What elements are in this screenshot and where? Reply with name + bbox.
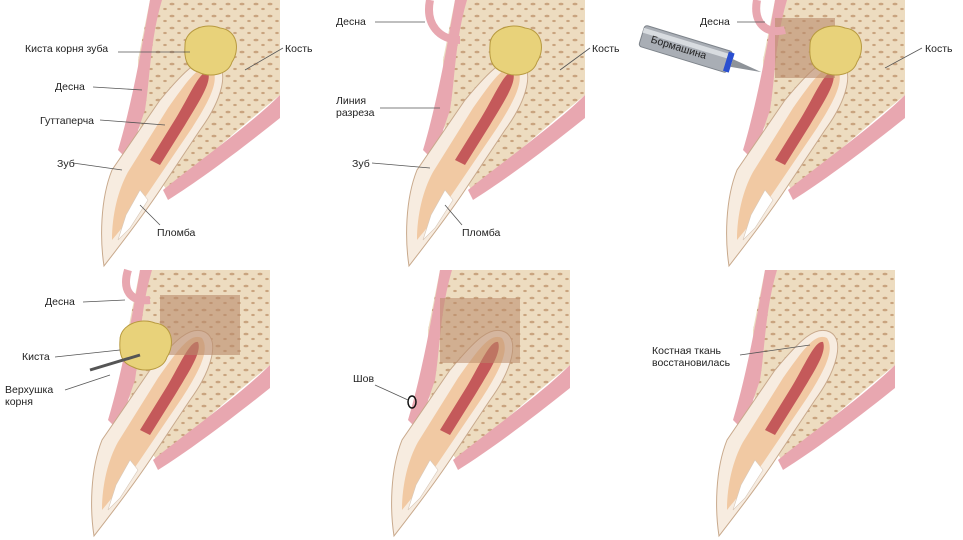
label-incision-line: Линия xyxy=(336,95,366,107)
drill: Бормашина xyxy=(638,25,762,73)
label-root-apex-2: корня xyxy=(5,396,33,408)
label-filling: Пломба xyxy=(462,227,501,239)
label-bone-healed-2: восстановилась xyxy=(652,357,731,369)
label-bone: Кость xyxy=(285,43,313,55)
label-bone: Кость xyxy=(592,43,620,55)
label-bone-healed: Костная ткань xyxy=(652,345,722,357)
panel-6: Костная ткань восстановилась xyxy=(652,269,896,537)
label-bone: Кость xyxy=(925,43,953,55)
panel-3: Бормашина Десна Кость xyxy=(638,0,953,267)
panel-1: Киста корня зуба Десна Гуттаперча Зуб Пл… xyxy=(25,0,313,267)
label-tooth: Зуб xyxy=(57,158,75,170)
label-incision-line-2: разреза xyxy=(336,107,375,119)
suture-shape xyxy=(407,395,417,409)
label-suture: Шов xyxy=(353,373,374,385)
label-tooth: Зуб xyxy=(352,158,370,170)
label-gum: Десна xyxy=(45,296,75,308)
label-gum: Десна xyxy=(700,16,730,28)
label-filling: Пломба xyxy=(157,227,196,239)
label-root-apex: Верхушка xyxy=(5,384,53,396)
cyst-shape xyxy=(184,25,237,76)
label-gum: Десна xyxy=(336,16,366,28)
panel-5: Шов xyxy=(353,269,571,537)
label-guttapercha: Гуттаперча xyxy=(40,115,94,127)
label-cyst: Киста корня зуба xyxy=(25,43,108,55)
label-cyst: Киста xyxy=(22,351,50,363)
panel-2: Десна Кость Линия разреза Зуб Пломба xyxy=(336,0,620,267)
label-gum: Десна xyxy=(55,81,85,93)
panel-4: Десна Киста Верхушка корня xyxy=(5,268,271,537)
